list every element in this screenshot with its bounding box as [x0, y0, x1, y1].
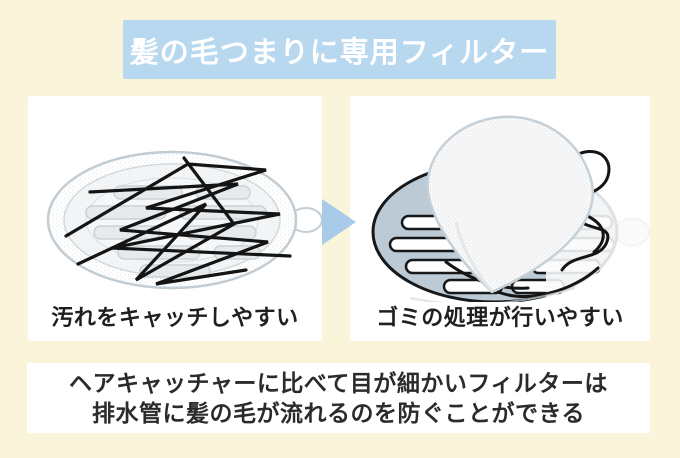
description-line-1: ヘアキャッチャーに比べて目が細かいフィルターは	[69, 370, 608, 396]
drain-cover	[46, 150, 322, 290]
description-line-2: 排水管に髪の毛が流れるのを防ぐことができる	[91, 400, 586, 426]
sheet-bottom-edge	[409, 287, 576, 302]
description-box: ヘアキャッチャーに比べて目が細かいフィルターは 排水管に髪の毛が流れるのを防ぐこ…	[27, 363, 650, 433]
page-title: 髪の毛つまりに専用フィルター	[129, 36, 550, 69]
peeled-filter-sheet	[426, 115, 595, 294]
drain-cover-dark	[371, 115, 650, 302]
caught-hair	[64, 156, 292, 286]
after-panel: ゴミの処理が行いやすい	[350, 96, 650, 341]
after-caption: ゴミの処理が行いやすい	[376, 305, 624, 330]
before-caption: 汚れをキャッチしやすい	[51, 305, 299, 330]
title-banner: 髪の毛つまりに専用フィルター	[123, 20, 556, 79]
hair-catcher-with-hair-illustration	[46, 150, 322, 290]
arrow-right-icon	[322, 199, 356, 245]
before-panel: 汚れをキャッチしやすい	[28, 96, 322, 341]
filter-sheet-illustration	[371, 115, 650, 302]
